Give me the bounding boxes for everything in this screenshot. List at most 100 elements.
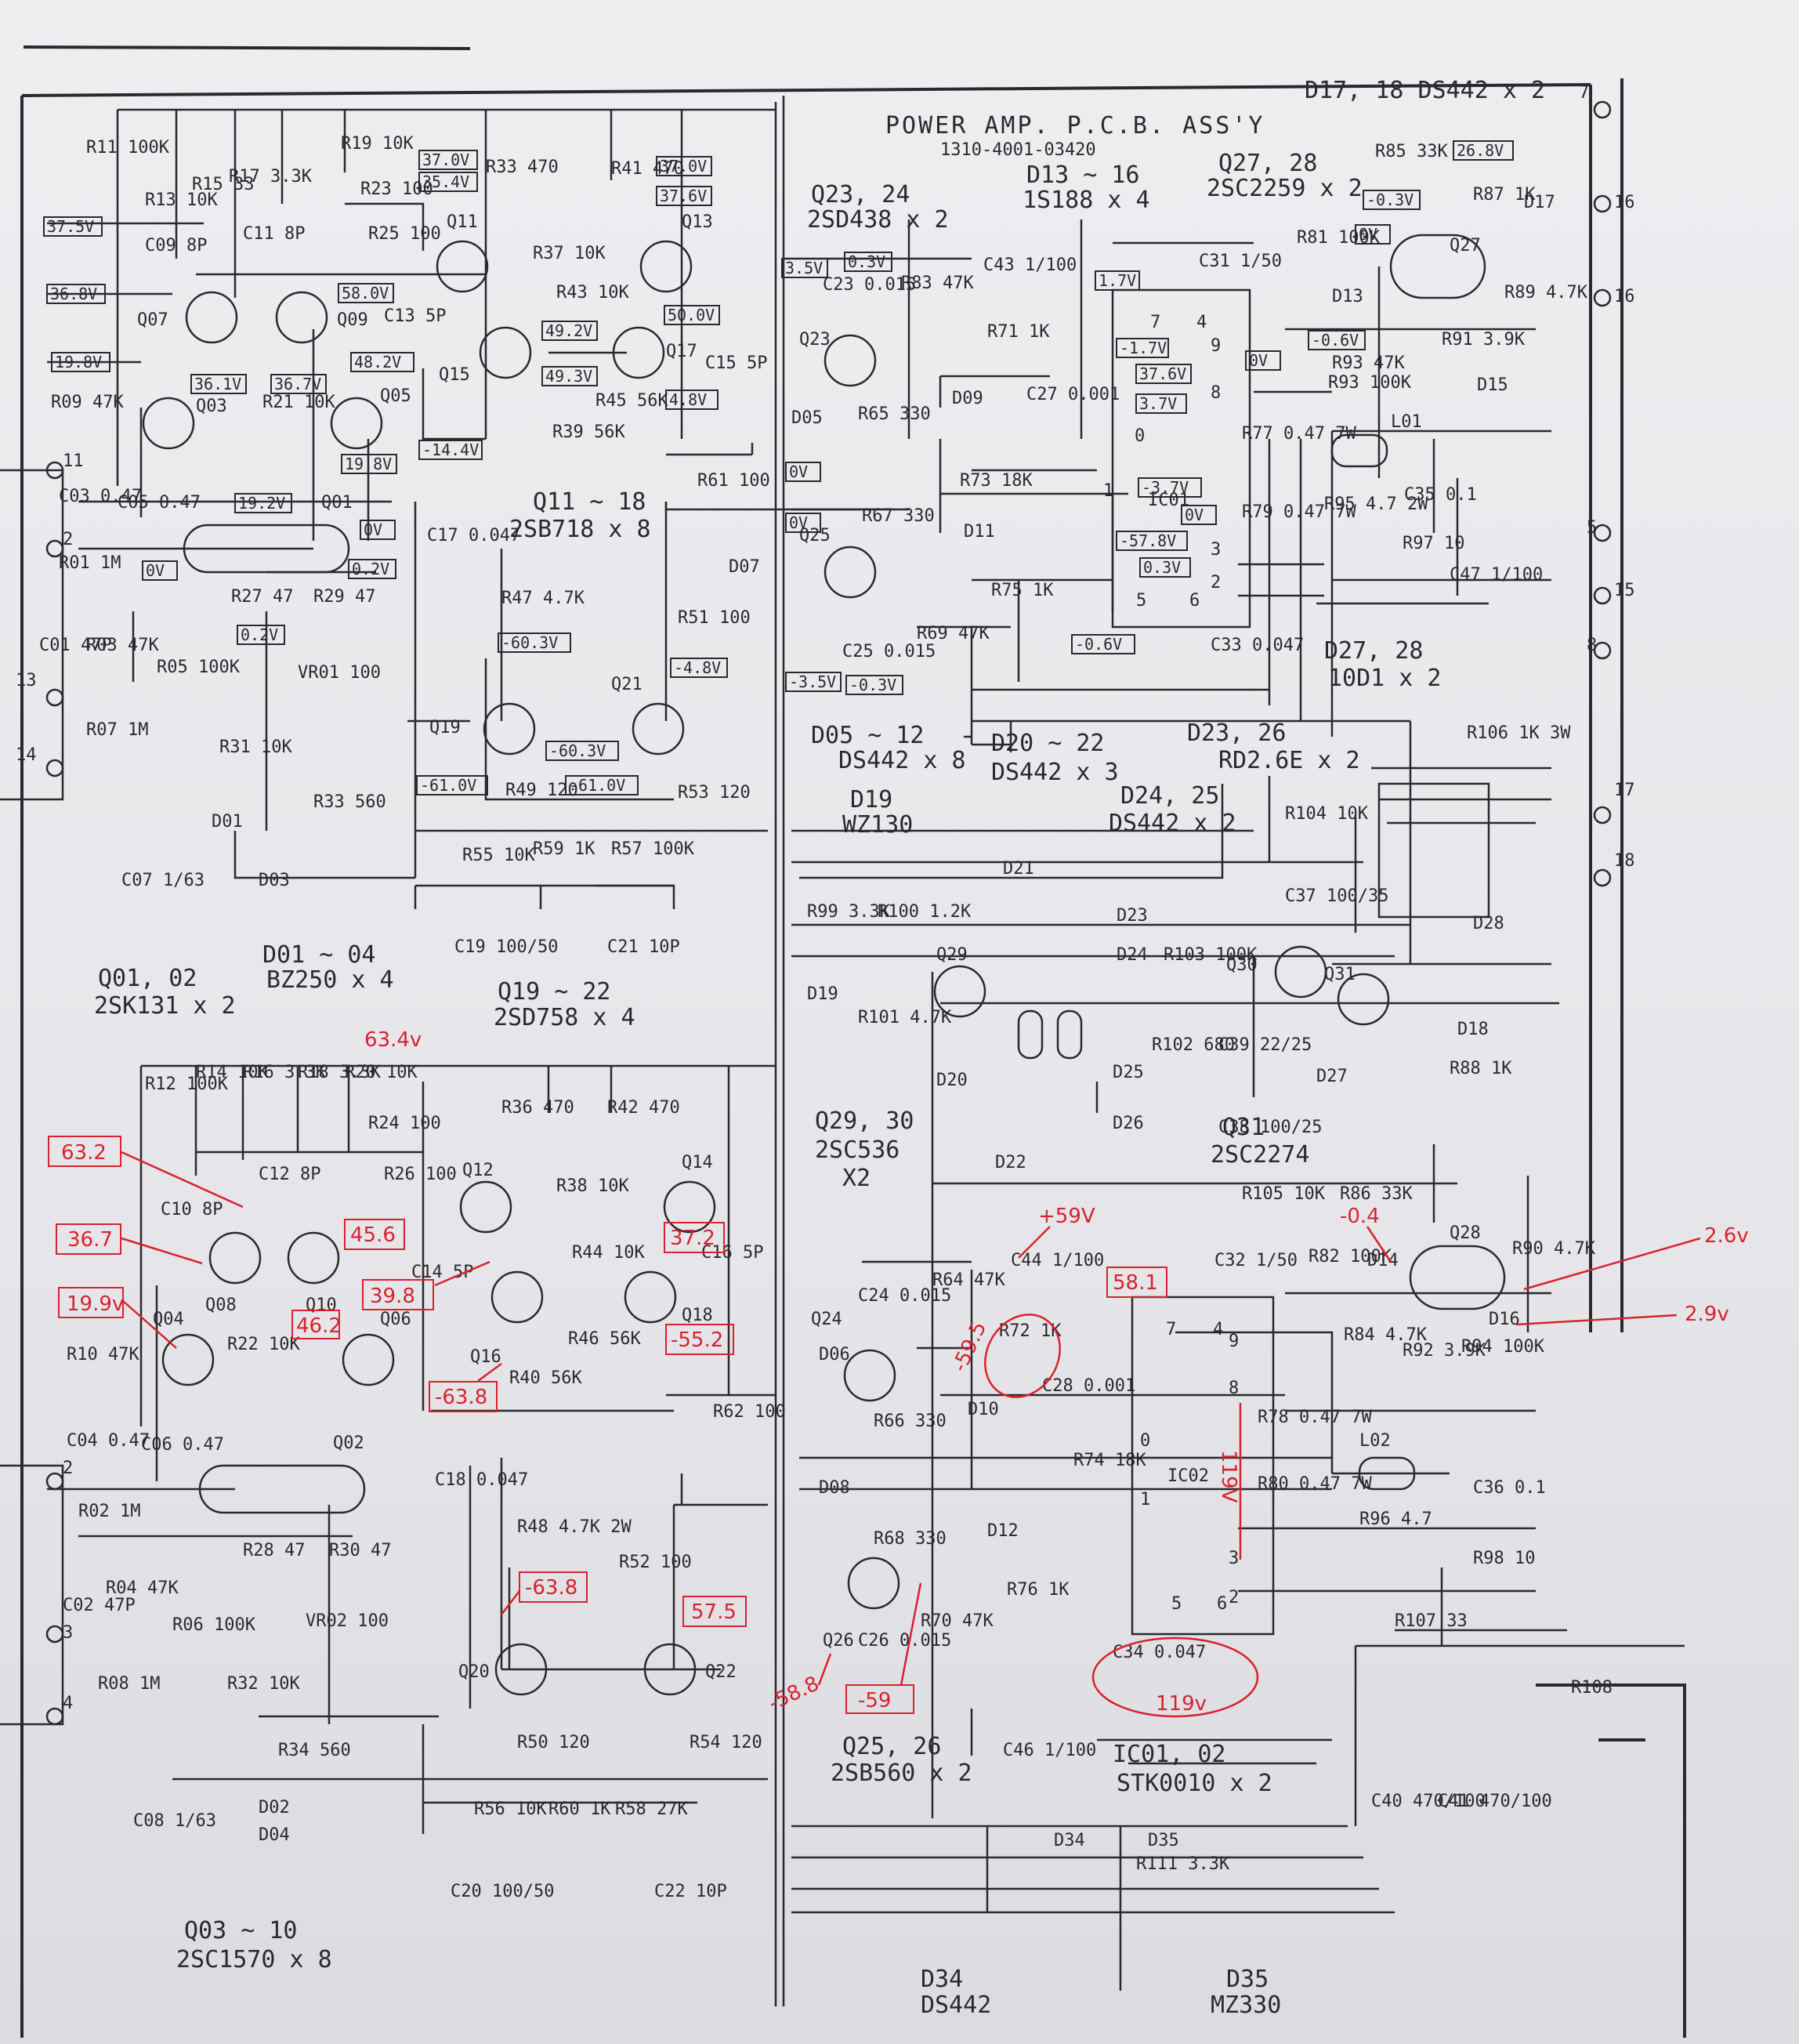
voltage-box: 0V	[785, 513, 821, 533]
svg-text:0.2V: 0.2V	[241, 625, 278, 644]
component-label: Q25	[799, 526, 831, 545]
component-label: D17	[1524, 193, 1555, 212]
component-label: C17 0.047	[427, 526, 520, 545]
component-label: C41 470/100	[1438, 1792, 1552, 1811]
svg-text:-61.0V: -61.0V	[420, 776, 476, 795]
svg-text:0.3V: 0.3V	[1143, 558, 1181, 577]
component-label: C24 0.015	[858, 1286, 951, 1306]
dual-transistor-q28-icon	[1409, 1245, 1506, 1310]
part-note: 2SB718 x 8	[509, 516, 651, 543]
svg-text:4.8V: 4.8V	[669, 390, 707, 409]
voltage-box: 19.8V	[51, 352, 110, 372]
lower-channel-wiring	[47, 1064, 776, 1834]
component-label: R12 100K	[145, 1075, 229, 1094]
svg-text:-4.8V: -4.8V	[674, 658, 721, 677]
measurement: -63.8	[435, 1386, 487, 1409]
component-label: D13	[1332, 287, 1363, 306]
transistor-q29-icon	[933, 965, 986, 1018]
part-note: DS442 x 3	[991, 759, 1119, 786]
component-label: Q16	[470, 1347, 501, 1367]
svg-text:0V: 0V	[1249, 351, 1268, 370]
component-labels: R11 100K R13 10K R15 33 R17 3.3K R19 10K…	[39, 134, 1613, 1901]
voltage-box: 48.2V	[350, 352, 414, 372]
component-label: R51 100	[678, 608, 751, 628]
part-note: 2SD758 x 4	[494, 1004, 635, 1031]
voltage-box: 0V	[1181, 505, 1217, 525]
component-label: C47 1/100	[1450, 565, 1543, 585]
component-label: R52 100	[619, 1553, 692, 1572]
component-label: R47 4.7K	[501, 589, 585, 608]
voltage-box: 1.7V	[1095, 270, 1140, 291]
pin-label: 2	[63, 1459, 73, 1478]
part-note: WZ130	[842, 811, 913, 839]
svg-text:49.2V: 49.2V	[545, 321, 592, 340]
component-label: C27 0.001	[1026, 385, 1120, 404]
component-label: D03	[259, 871, 290, 890]
svg-text:26.8V: 26.8V	[1457, 141, 1504, 160]
transistor-q21-icon	[632, 702, 685, 756]
component-label: L01	[1391, 412, 1422, 432]
pin-label: 5	[1587, 518, 1597, 538]
component-label: Q12	[462, 1161, 494, 1180]
part-note: X2	[842, 1165, 871, 1192]
voltage-box: 37.0V	[418, 150, 478, 170]
part-note: DS442	[921, 1991, 991, 2019]
component-label: D04	[259, 1825, 290, 1845]
voltage-box: 0V	[1245, 350, 1281, 371]
component-label: R54 120	[690, 1733, 762, 1752]
component-label: R111 3.3K	[1136, 1854, 1230, 1874]
component-label: D26	[1113, 1114, 1144, 1133]
transistor-q16-icon	[490, 1270, 544, 1324]
component-label: R33 560	[313, 792, 386, 812]
board-part-number: 1310-4001-03420	[940, 140, 1096, 160]
part-note: D13 ~ 16	[1026, 161, 1140, 189]
component-label: Q15	[439, 365, 470, 385]
voltage-box: 0V	[360, 520, 396, 540]
pin-label: 4	[63, 1694, 73, 1713]
component-label: R09 47K	[51, 393, 124, 412]
component-label: C31 1/50	[1199, 252, 1282, 271]
transistor-q03-icon	[142, 397, 195, 450]
voltage-box: 4.8V	[665, 390, 719, 410]
part-note: 10D1 x 2	[1328, 665, 1442, 692]
measurement: 36.7	[67, 1228, 113, 1252]
component-label: Q14	[682, 1153, 713, 1172]
transistor-q19-icon	[483, 702, 536, 756]
component-label: R100 1.2K	[878, 902, 972, 922]
component-label: R03 47K	[86, 636, 159, 655]
svg-text:37.6V: 37.6V	[660, 187, 707, 205]
component-label: R95 4.7 2W	[1324, 495, 1428, 514]
component-label: Q06	[380, 1310, 411, 1329]
measurement: 39.8	[370, 1285, 415, 1308]
svg-text:0V: 0V	[146, 561, 165, 580]
inductor-l01-icon	[1330, 433, 1388, 468]
svg-text:0V: 0V	[1185, 506, 1204, 524]
component-label: R77 0.47 7W	[1242, 424, 1356, 444]
measurement: 63.4v	[364, 1028, 422, 1052]
component-label: D07	[729, 557, 760, 577]
component-label: R43 10K	[556, 283, 629, 303]
voltage-box: 37.6V	[656, 186, 712, 206]
component-label: R61 100	[697, 471, 770, 491]
voltage-box: 37.0V	[656, 156, 712, 176]
measurement: 119v	[1156, 1692, 1207, 1716]
component-label: C37 100/35	[1285, 886, 1388, 906]
component-label: C06 0.47	[141, 1435, 224, 1455]
component-label: R10 47K	[67, 1345, 139, 1364]
voltage-box: -0.3V	[845, 675, 903, 695]
component-label: C26 0.015	[858, 1631, 951, 1651]
component-label: Q02	[333, 1433, 364, 1453]
inductor-l02-icon	[1358, 1456, 1416, 1491]
component-label: Q01	[321, 493, 353, 513]
voltage-box: 19.2V	[234, 493, 292, 513]
upper-transistors	[142, 240, 693, 756]
component-label: C39 22/25	[1218, 1035, 1312, 1055]
svg-text:-0.3V: -0.3V	[849, 676, 896, 694]
component-label: R88 1K	[1450, 1059, 1512, 1078]
svg-text:-57.8V: -57.8V	[1120, 531, 1176, 550]
component-label: R37 10K	[533, 244, 606, 263]
transistor-q24-icon	[843, 1349, 896, 1402]
component-label: R78 0.47 7W	[1258, 1408, 1372, 1427]
ic-pin: 4	[1213, 1320, 1223, 1339]
